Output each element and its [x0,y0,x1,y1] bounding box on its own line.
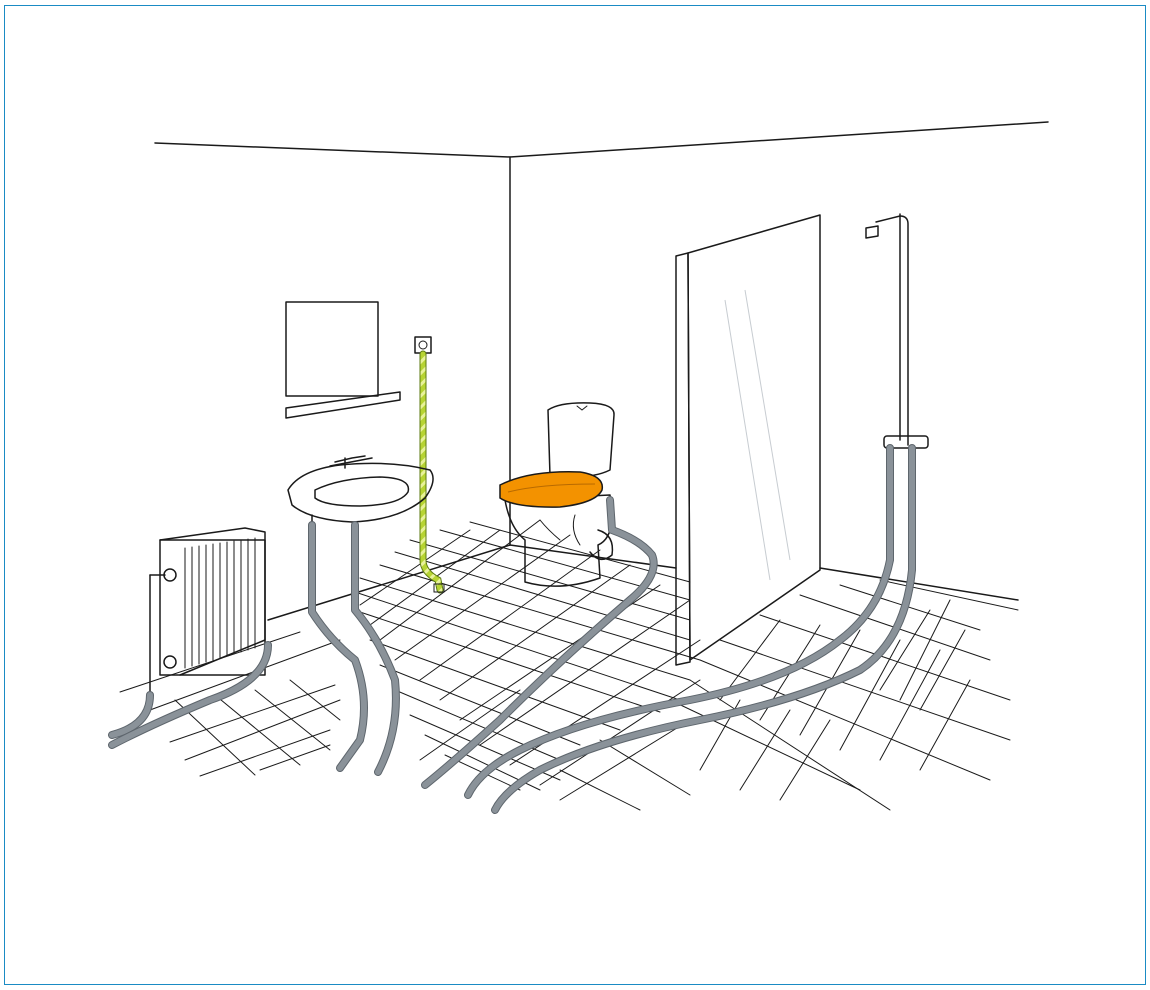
pipes [108,444,916,814]
toilet-icon [499,402,615,587]
shower-screen-icon [675,214,821,666]
mirror-icon [285,301,401,419]
shower-icon [865,213,929,449]
floor-tiles [119,519,1019,811]
radiator-icon [149,527,266,701]
earth-cable-icon [419,350,445,594]
